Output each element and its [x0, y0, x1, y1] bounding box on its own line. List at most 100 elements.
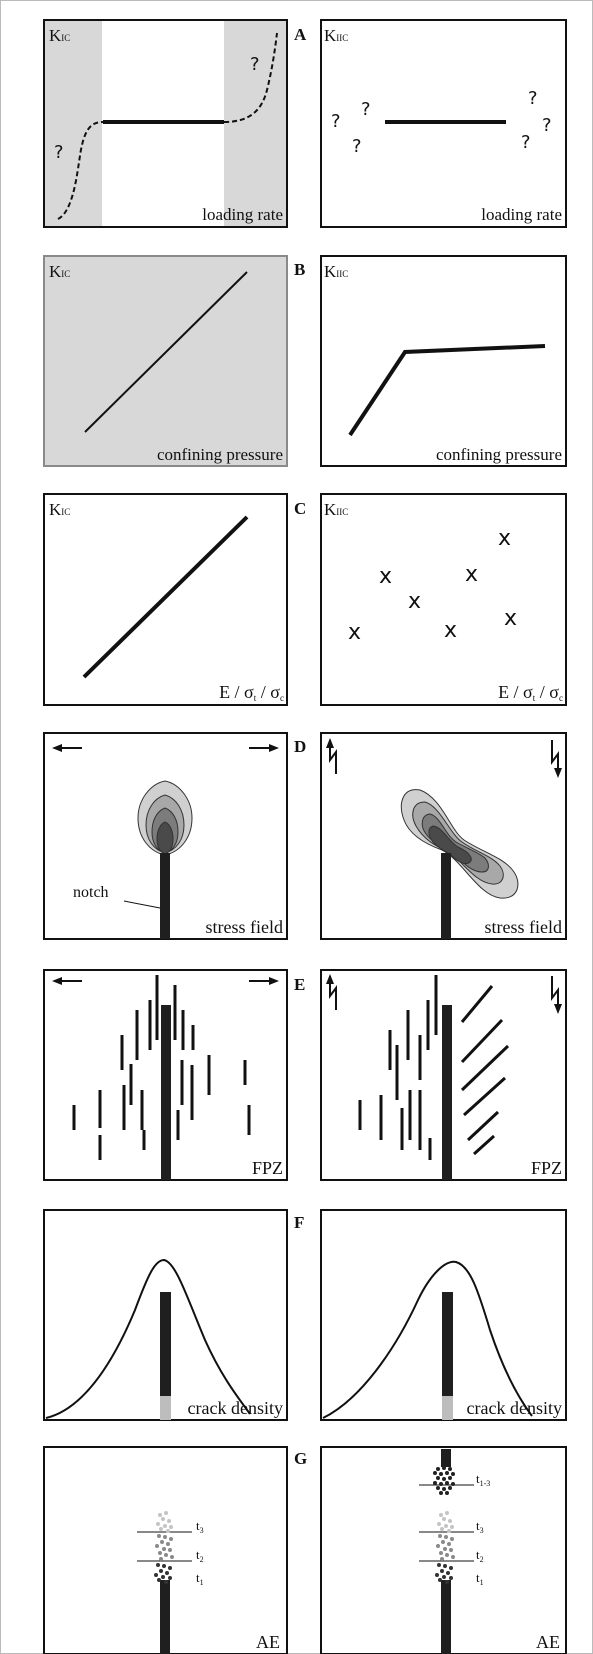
panel-frame: [320, 255, 567, 467]
row-letter-e: E: [294, 975, 305, 994]
x-axis-label: stress field: [206, 917, 283, 937]
time-label: t2: [196, 1547, 204, 1564]
y-axis-label: KIIC: [324, 500, 348, 519]
notch: [160, 853, 170, 939]
panel-e-left: FPZ: [43, 969, 288, 1181]
time-label: t1: [476, 1570, 484, 1587]
notch-shadow: [442, 1396, 453, 1420]
time-label: t1: [196, 1570, 204, 1587]
notch: [442, 1005, 452, 1180]
x-axis-label: E / σt / σc: [498, 682, 563, 703]
crack-density-curve: [322, 1260, 533, 1419]
row-letter-g: G: [294, 1449, 307, 1468]
stress-contours: [400, 789, 519, 899]
x-axis-label: FPZ: [252, 1158, 283, 1178]
panel-g-right: t1-3 t3 t2 t1 AE: [320, 1446, 567, 1654]
question-mark: ?: [542, 115, 552, 136]
question-mark: ?: [352, 136, 362, 157]
panel-b-left: KIC confining pressure: [43, 255, 288, 467]
y-axis-label: KIIC: [324, 26, 348, 45]
notch: [161, 1005, 171, 1180]
stress-contours: [137, 780, 193, 856]
row-b: B KIC confining pressure KIIC confining …: [43, 255, 567, 467]
x-axis-label: loading rate: [202, 205, 283, 224]
panel-g-left: t3 t2 t1 AE: [43, 1446, 288, 1654]
microcracks: [72, 975, 251, 1160]
panel-d-right: stress field: [320, 732, 567, 940]
question-mark: ?: [54, 142, 64, 163]
panel-c-left: KIC E / σt / σc: [43, 493, 288, 706]
x-axis-label: confining pressure: [157, 445, 283, 464]
notch: [442, 1292, 453, 1396]
panel-a-right: KIIC ? ? ? ? ? ? loading rate: [320, 19, 567, 228]
question-mark: ?: [521, 132, 531, 153]
shear-arrowhead: [554, 1004, 562, 1014]
x-axis-label: FPZ: [531, 1158, 562, 1178]
x-axis-label: crack density: [188, 1398, 283, 1418]
notch: [441, 1580, 451, 1654]
shear-arrow-up-icon: [329, 976, 337, 1010]
time-label: t3: [196, 1518, 204, 1535]
row-g: G: [43, 1446, 567, 1654]
cross-marker: x: [498, 526, 511, 551]
notch: [160, 1580, 170, 1654]
cross-marker: x: [444, 618, 457, 643]
bilinear-trend-line: [348, 344, 546, 437]
y-axis-label: KIC: [49, 500, 70, 519]
dashed-curve-low-rate: [57, 121, 104, 220]
notch-shadow: [160, 1396, 171, 1420]
linear-trend-line: [84, 271, 248, 433]
shear-arrow-down-icon: [551, 740, 559, 774]
row-letter-f: F: [294, 1213, 304, 1232]
tension-arrow-left: [52, 744, 82, 752]
panel-frame-shaded: [43, 255, 288, 467]
y-axis-label: KIC: [49, 262, 70, 281]
shear-arrowhead: [554, 768, 562, 778]
x-axis-label: stress field: [485, 917, 562, 937]
row-letter-c: C: [294, 499, 306, 518]
x-axis-label: AE: [536, 1632, 560, 1652]
crack-density-curve: [45, 1258, 251, 1419]
shear-arrowhead: [326, 974, 334, 984]
x-axis-label: confining pressure: [436, 445, 562, 464]
time-label: t1-3: [476, 1471, 490, 1488]
row-letter-d: D: [294, 737, 306, 756]
ae-events: [154, 1511, 174, 1584]
cross-marker: x: [465, 562, 478, 587]
y-axis-label: KIIC: [324, 262, 348, 281]
row-c: C KIC E / σt / σc KIIC x x x x x x x E /…: [43, 493, 567, 706]
x-axis-label: loading rate: [481, 205, 562, 224]
y-axis-label: KIC: [49, 26, 70, 45]
row-d: D notch stress field: [43, 732, 567, 940]
x-axis-label: E / σt / σc: [219, 682, 284, 703]
notch-label: notch: [73, 884, 109, 901]
dashed-curve-high-rate: [223, 32, 278, 123]
cross-marker: x: [348, 620, 361, 645]
row-e: E: [43, 969, 567, 1181]
panel-outline: [43, 19, 288, 228]
row-a: A KIC ? ? loading rate KIIC ? ? ? ? ? ?: [43, 19, 567, 228]
question-mark: ?: [250, 54, 260, 75]
cross-marker: x: [504, 606, 517, 631]
panel-e-right: FPZ: [320, 969, 567, 1181]
panel-a-left: KIC ? ? loading rate: [43, 19, 288, 228]
row-f: F crack density crack density: [43, 1209, 567, 1421]
time-label: t2: [476, 1547, 484, 1564]
x-axis-label: crack density: [467, 1398, 562, 1418]
linear-trend-line: [82, 515, 249, 679]
notch-leader-line: [123, 900, 161, 909]
notch: [160, 1292, 171, 1396]
shear-arrow-up-icon: [329, 740, 337, 774]
ae-events: [435, 1511, 455, 1584]
shaded-region-high-rate: [224, 21, 286, 226]
panel-f-left: crack density: [43, 1209, 288, 1421]
cross-marker: x: [379, 564, 392, 589]
panel-b-right: KIIC confining pressure: [320, 255, 567, 467]
question-mark: ?: [331, 111, 341, 132]
tension-arrow-right: [249, 977, 279, 985]
tension-arrow-left: [52, 977, 82, 985]
row-letter-b: B: [294, 260, 305, 279]
ae-events-upper: [433, 1466, 455, 1495]
notch: [441, 853, 451, 939]
